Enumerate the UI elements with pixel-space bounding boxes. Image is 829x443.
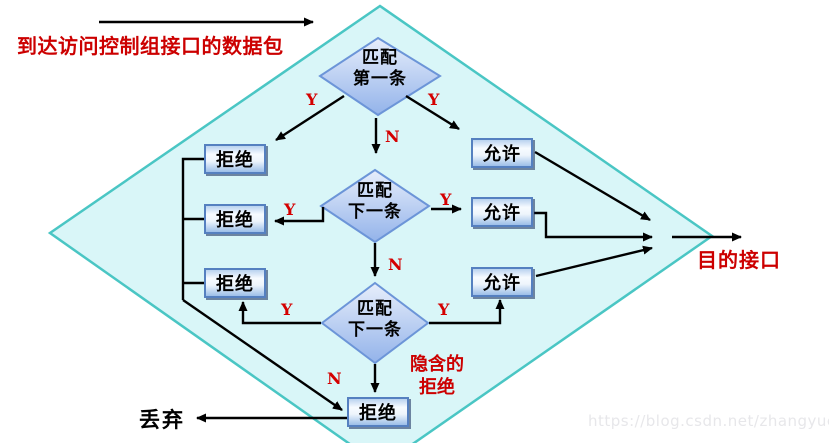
discard-label: 丢弃: [139, 408, 185, 432]
decision-2-line2: 下一条: [348, 202, 402, 222]
permit-box-3: 允许: [471, 267, 533, 297]
decision-match-next-1: 匹配 下一条: [320, 181, 430, 223]
arrow-d2-yes-left: [274, 207, 325, 226]
arrow-permit2-to-junction: [534, 211, 653, 242]
label-no-d1: N: [385, 127, 400, 146]
label-no-d3: N: [327, 369, 342, 388]
decision-2-line1: 匹配: [357, 181, 393, 201]
arrow-d1-yes-right: [405, 94, 460, 131]
implicit-deny-line2: 拒绝: [419, 377, 455, 398]
watermark: https://blog.csdn.net/zhangyuebk: [588, 412, 829, 430]
decision-diamond-1: [318, 36, 442, 117]
arrow-d3-yes-right: [429, 299, 505, 325]
destination-interface-label: 目的接口: [697, 248, 781, 272]
deny-box-3: 拒绝: [204, 268, 266, 298]
decision-1-line2: 第一条: [353, 69, 407, 89]
decision-1-line1: 匹配: [362, 48, 398, 68]
deny-box-bottom: 拒绝: [347, 397, 409, 427]
permit-box-1: 允许: [471, 138, 533, 168]
connector-deny-column: [181, 157, 205, 300]
decision-diamond-2: [319, 168, 431, 244]
label-yes-d1-right: Y: [428, 90, 440, 109]
arrow-d3-yes-left: [238, 301, 321, 325]
implicit-deny-label: 隐含的 拒绝: [402, 353, 472, 399]
label-yes-d3-right: Y: [438, 300, 450, 319]
arrow-permit3-to-junction: [535, 245, 653, 278]
decision-diamond-3: [320, 281, 430, 365]
label-yes-d3-left: Y: [281, 300, 293, 319]
arrow-d1-yes-left: [275, 94, 345, 142]
implicit-deny-line1: 隐含的: [410, 354, 464, 375]
decision-3-line1: 匹配: [357, 299, 393, 319]
label-yes-d2-left: Y: [284, 200, 296, 219]
deny-box-2: 拒绝: [204, 204, 266, 234]
label-no-d2: N: [388, 255, 403, 274]
deny-box-1: 拒绝: [204, 144, 266, 174]
label-yes-d2-right: Y: [440, 190, 452, 209]
permit-box-2: 允许: [471, 197, 533, 227]
decision-match-next-2: 匹配 下一条: [320, 299, 430, 341]
arrival-packet-label: 到达访问控制组接口的数据包: [17, 34, 284, 58]
decision-3-line2: 下一条: [348, 320, 402, 340]
decision-match-first: 匹配 第一条: [320, 48, 440, 90]
arrow-permit1-to-junction: [534, 150, 651, 222]
label-yes-d1-left: Y: [306, 90, 318, 109]
arrow-denies-to-bottom: [182, 299, 343, 411]
